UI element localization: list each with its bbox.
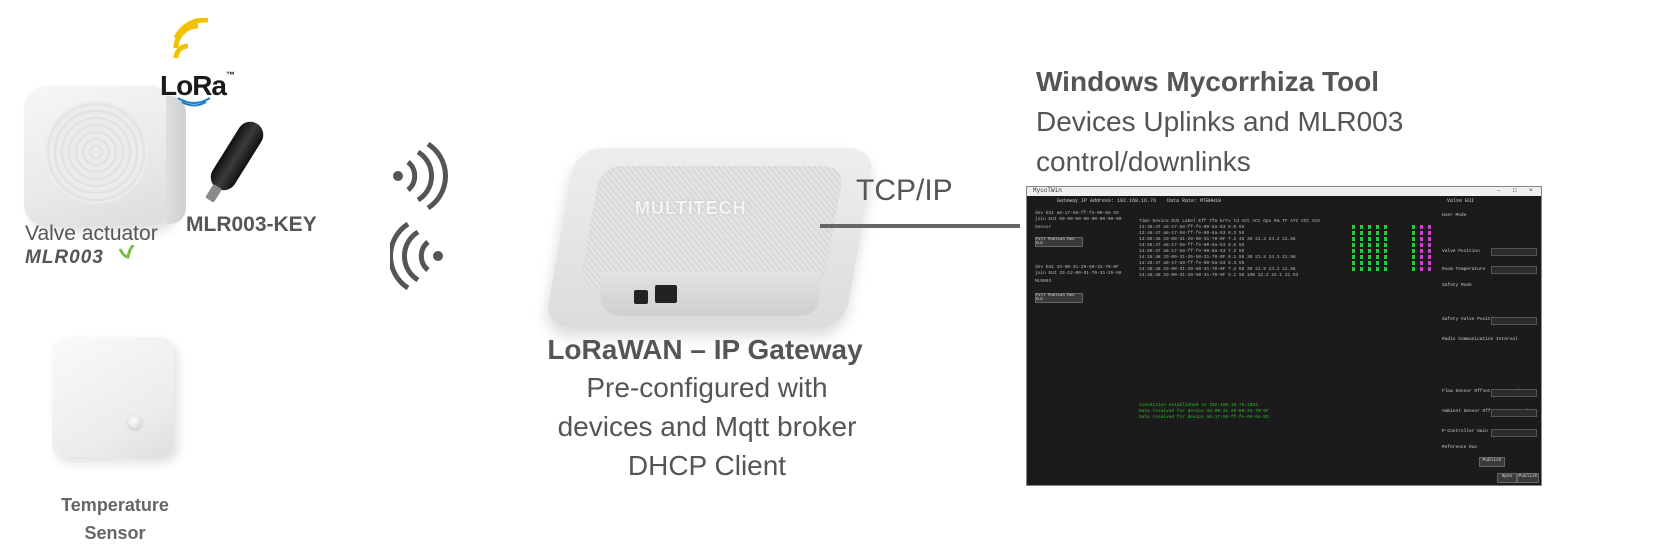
lora-signal-icon — [173, 18, 209, 59]
gateway-ethernet-port — [655, 285, 677, 303]
tool-subtitle-line2: control/downlinks — [1036, 146, 1251, 177]
mlr003-key-label: MLR003-KEY — [186, 213, 317, 236]
setting-radio-interval: Radio Communication Interval — [1442, 337, 1518, 342]
status-column-green — [1352, 225, 1355, 273]
fill-publish-button-1[interactable]: Fill Publish Dev EUI — [1035, 237, 1083, 247]
lora-wave-icon — [177, 97, 211, 107]
tcp-ip-link-line — [820, 224, 1020, 228]
publish-button[interactable]: Publish — [1479, 457, 1505, 467]
radio-wave-in-icon — [390, 221, 443, 291]
status-column-green — [1376, 225, 1379, 273]
log-row: 13:46:47 a8-17-58-ff-fe-00-6a-53 6.3 55 — [1139, 231, 1245, 236]
setting-ambient-offset: Ambient Sensor Offset Compensation — [1442, 409, 1534, 414]
flow-offset-field[interactable] — [1491, 389, 1537, 397]
setting-valve-position: Valve Position — [1442, 249, 1480, 254]
log-row: 14:36:48 33-00-31-29-50-31-70-0F 7.4 56 … — [1139, 267, 1296, 272]
left-group-sensor: Sensor — [1035, 225, 1052, 230]
status-column-magenta — [1428, 225, 1431, 273]
status-column-green — [1384, 225, 1387, 273]
console-message: Data received for device 33-00-31-29-50-… — [1139, 409, 1269, 414]
data-rate-label: Data Rate: MTBHH10 — [1167, 198, 1222, 204]
left-join-eui-2: join EUI 33-12-00-01-70-31-29-00 — [1035, 271, 1122, 276]
valve-eui-label: Valve EUI — [1447, 198, 1475, 204]
temperature-sensor-image — [52, 337, 174, 457]
status-column-green — [1412, 225, 1415, 273]
valve-actuator-label: Valve actuator — [25, 222, 158, 245]
p-gain-field[interactable] — [1491, 429, 1537, 437]
left-group-mlr003: MLR003 — [1035, 279, 1052, 284]
setting-safety-mode: Safety Mode — [1442, 283, 1472, 288]
log-row: 13:56:47 a8-17-58-ff-fe-00-6a-53 6.6 55 — [1139, 243, 1245, 248]
leaf-icon — [118, 245, 134, 259]
gateway-desc-line3: DHCP Client — [627, 450, 787, 481]
publish-button-2[interactable]: Publish — [1517, 473, 1539, 483]
left-dev-eui-2: dev EUI 33-00-31-29-50-31-70-0F — [1035, 265, 1119, 270]
maximize-icon[interactable]: □ — [1513, 187, 1517, 194]
console-message: Data received for device a8-17-58-ff-fe-… — [1139, 415, 1269, 420]
console-message: Connection established to 192.168.16.76:… — [1139, 403, 1258, 408]
tool-subtitle-line1: Devices Uplinks and MLR003 — [1036, 106, 1404, 137]
temperature-sensor-label: Temperature Sensor — [50, 491, 180, 547]
sensor-label-line2: Sensor — [84, 523, 146, 543]
radio-wave-out-icon — [393, 141, 448, 210]
valve-cube-side — [166, 96, 186, 224]
setting-room-temperature: Room Temperature — [1442, 267, 1486, 272]
gateway-title: LoRaWAN – IP Gateway — [547, 334, 863, 365]
gateway-desc-line2: devices and Mqtt broker — [557, 411, 857, 442]
status-column-green — [1360, 225, 1363, 273]
log-row: 14:06:48 33-00-31-29-50-31-70-0F 7.2 48 … — [1139, 237, 1296, 242]
open-button[interactable]: Open — [1497, 473, 1517, 483]
left-dev-eui-1: dev EUI a8-17-58-ff-fe-00-6a-53 — [1035, 211, 1119, 216]
left-join-eui-1: join EUI 00-00-00-00-00-00-00-00 — [1035, 217, 1122, 222]
status-column-magenta — [1420, 225, 1423, 273]
minimize-icon[interactable]: – — [1497, 187, 1501, 194]
gateway-top-panel — [579, 166, 845, 288]
gateway-desc-line1: Pre-configured with — [586, 372, 828, 403]
uplink-log-table: Time Device EUI Label Eff Tfm ErFx Td AC… — [1139, 219, 1439, 279]
log-header: Time Device EUI Label Eff Tfm ErFx Td AC… — [1139, 219, 1320, 224]
tcp-ip-label: TCP/IP — [856, 174, 953, 207]
close-icon[interactable]: × — [1529, 187, 1533, 194]
sensor-button — [128, 415, 142, 429]
lora-logo: LoRa™ — [160, 70, 235, 101]
gateway-front — [600, 272, 820, 316]
setting-safety-valve-position: Safety Valve Position — [1442, 317, 1499, 322]
mlr003-key-antenna-image — [205, 116, 269, 196]
setting-p-gain: P-Controller Gain — [1442, 429, 1488, 434]
valve-cube-rings — [44, 100, 148, 204]
log-row: 13:36:47 a8-17-58-ff-fe-00-6a-53 6.0 55 — [1139, 225, 1245, 230]
valve-actuator-image — [24, 86, 186, 226]
sensor-label-line1: Temperature — [61, 495, 169, 515]
ambient-offset-field[interactable] — [1491, 409, 1537, 417]
setting-user-mode: User Mode — [1442, 213, 1467, 218]
window-title: MycoTWin — [1033, 187, 1062, 194]
gateway-logo: MULTITECH — [635, 198, 747, 218]
gateway-ip-label: Gateway IP Address: 192.168.16.76 — [1057, 198, 1157, 204]
setting-flow-offset: Flow Sensor Offset Compensation — [1442, 389, 1526, 394]
valve-model-label: MLR003 — [25, 247, 104, 268]
mycorrhiza-tool-window: MycoTWin – □ × Gateway IP Address: 192.1… — [1026, 186, 1542, 486]
room-temperature-field[interactable] — [1491, 266, 1537, 274]
fill-publish-button-2[interactable]: Fill Publish Dev EUI — [1035, 293, 1083, 303]
setting-reference-run: Reference Run — [1442, 445, 1478, 450]
window-titlebar: MycoTWin – □ × — [1027, 187, 1541, 196]
valve-position-field[interactable] — [1491, 248, 1537, 256]
log-row: 14:16:48 33-00-31-29-50-31-70-0F 6.1 56 … — [1139, 255, 1296, 260]
log-row: 14:06:47 a8-17-58-ff-fe-00-6a-53 7.3 55 — [1139, 249, 1245, 254]
log-row: 14:46:48 33-00-31-29-50-31-70-0F 5.1 55 … — [1139, 273, 1299, 278]
status-column-green — [1368, 225, 1371, 273]
log-row: 14:26:47 a8-17-58-ff-fe-00-6a-53 6.3 55 — [1139, 261, 1245, 266]
tool-title: Windows Mycorrhiza Tool — [1036, 66, 1380, 97]
gateway-power-port — [634, 290, 648, 304]
safety-valve-position-field[interactable] — [1491, 317, 1537, 325]
